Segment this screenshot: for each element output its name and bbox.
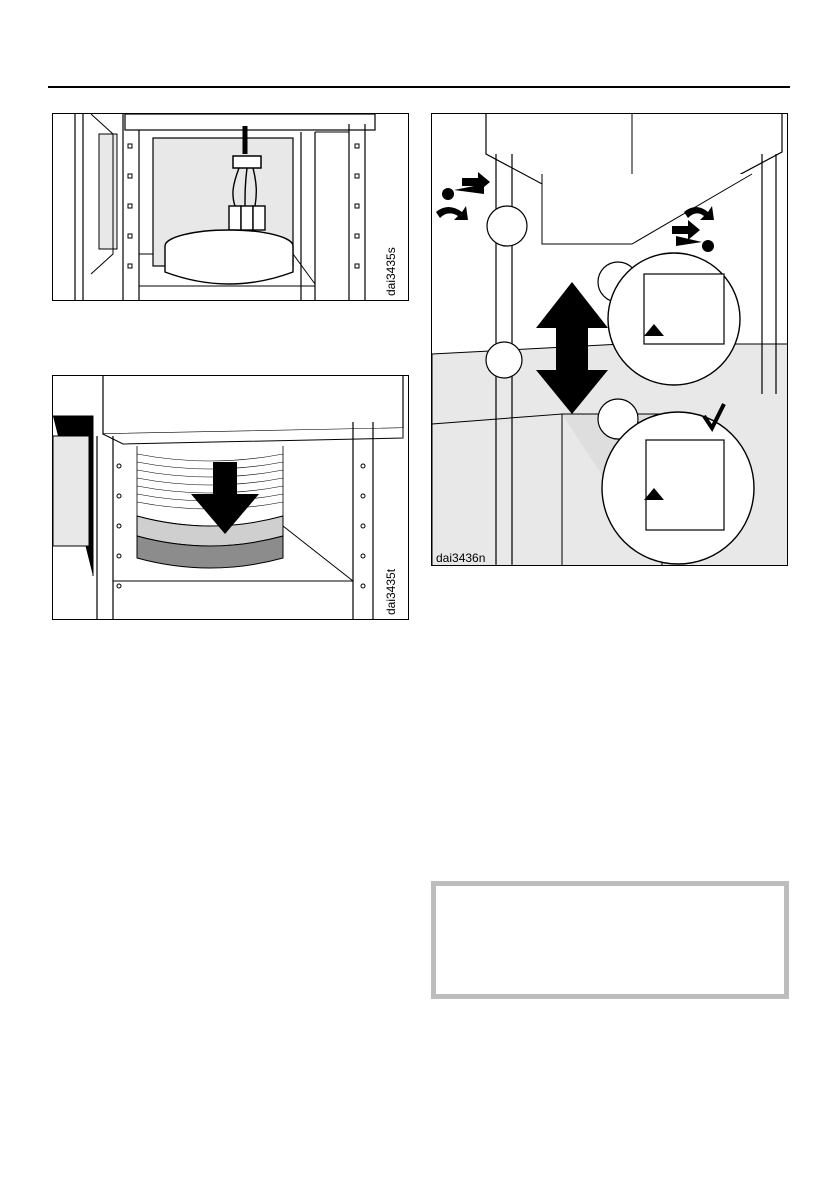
illustration-filter-ring-insert: dai3435t	[52, 375, 409, 620]
illustration-wiring-terminal: dai3435s	[52, 113, 409, 301]
figure-code-label: dai3435s	[384, 247, 398, 296]
height-adjustment-drawing	[432, 114, 788, 566]
wiring-terminal-drawing	[53, 114, 409, 301]
figure-code-label: dai3435t	[384, 569, 398, 615]
filter-ring-drawing	[53, 376, 409, 620]
header-rule	[48, 86, 790, 88]
figure-code-label: dai3436n	[436, 551, 485, 565]
illustration-height-adjustment: dai3436n	[431, 113, 788, 566]
note-box	[431, 881, 789, 999]
